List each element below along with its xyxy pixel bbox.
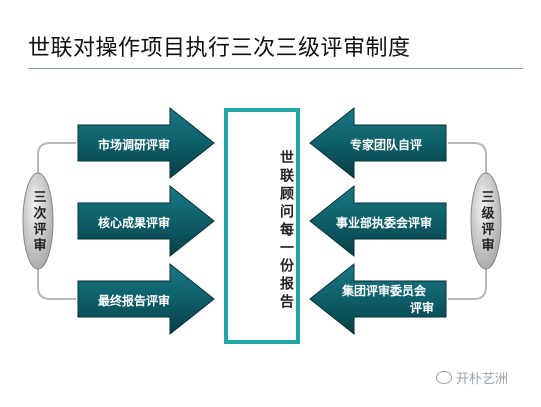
- right-ellipse: [470, 172, 502, 270]
- right-arrow-label-3: 集团评审委员会 评审: [326, 283, 442, 317]
- center-box: 世联顾问每一份报告: [224, 108, 300, 344]
- left-arrow-3: [77, 262, 215, 336]
- left-arrow-label-1: 市场调研评审: [97, 138, 170, 152]
- left-ellipse-label: 三次评审: [30, 190, 46, 254]
- left-arrow-1: [77, 106, 215, 180]
- left-ellipse: [22, 172, 54, 270]
- left-arrow-2: [77, 184, 215, 258]
- right-arrow-label-1-line1: 专家团队自评: [349, 138, 422, 152]
- watermark: 开朴艺洲: [436, 368, 508, 387]
- right-arrow-1: [309, 106, 447, 180]
- page-title: 世联对操作项目执行三次三级评审制度: [28, 36, 411, 61]
- right-arrow-label-1: 专家团队自评: [330, 136, 442, 153]
- left-arrow-label-3: 最终报告评审: [97, 294, 170, 308]
- right-arrow-label-3-line2: 评审: [409, 301, 434, 315]
- left-arrow-label-2: 核心成果评审: [97, 216, 170, 230]
- center-text: 世联顾问每一份报告: [278, 150, 294, 312]
- right-ellipse-label: 三级评审: [478, 190, 494, 254]
- right-arrow-label-3-line1: 集团评审委员会: [341, 284, 426, 298]
- wechat-icon: [436, 371, 452, 384]
- right-arrow-label-2-line1: 事业部执委会评审: [335, 216, 432, 230]
- right-arrow-2: [309, 184, 447, 258]
- right-arrow-label-2: 事业部执委会评审: [322, 214, 446, 231]
- right-arrow-3: [309, 262, 447, 336]
- center-text-wrap: 世联顾问每一份报告: [228, 126, 296, 336]
- watermark-text: 开朴艺洲: [456, 372, 509, 387]
- title-divider: [28, 68, 523, 69]
